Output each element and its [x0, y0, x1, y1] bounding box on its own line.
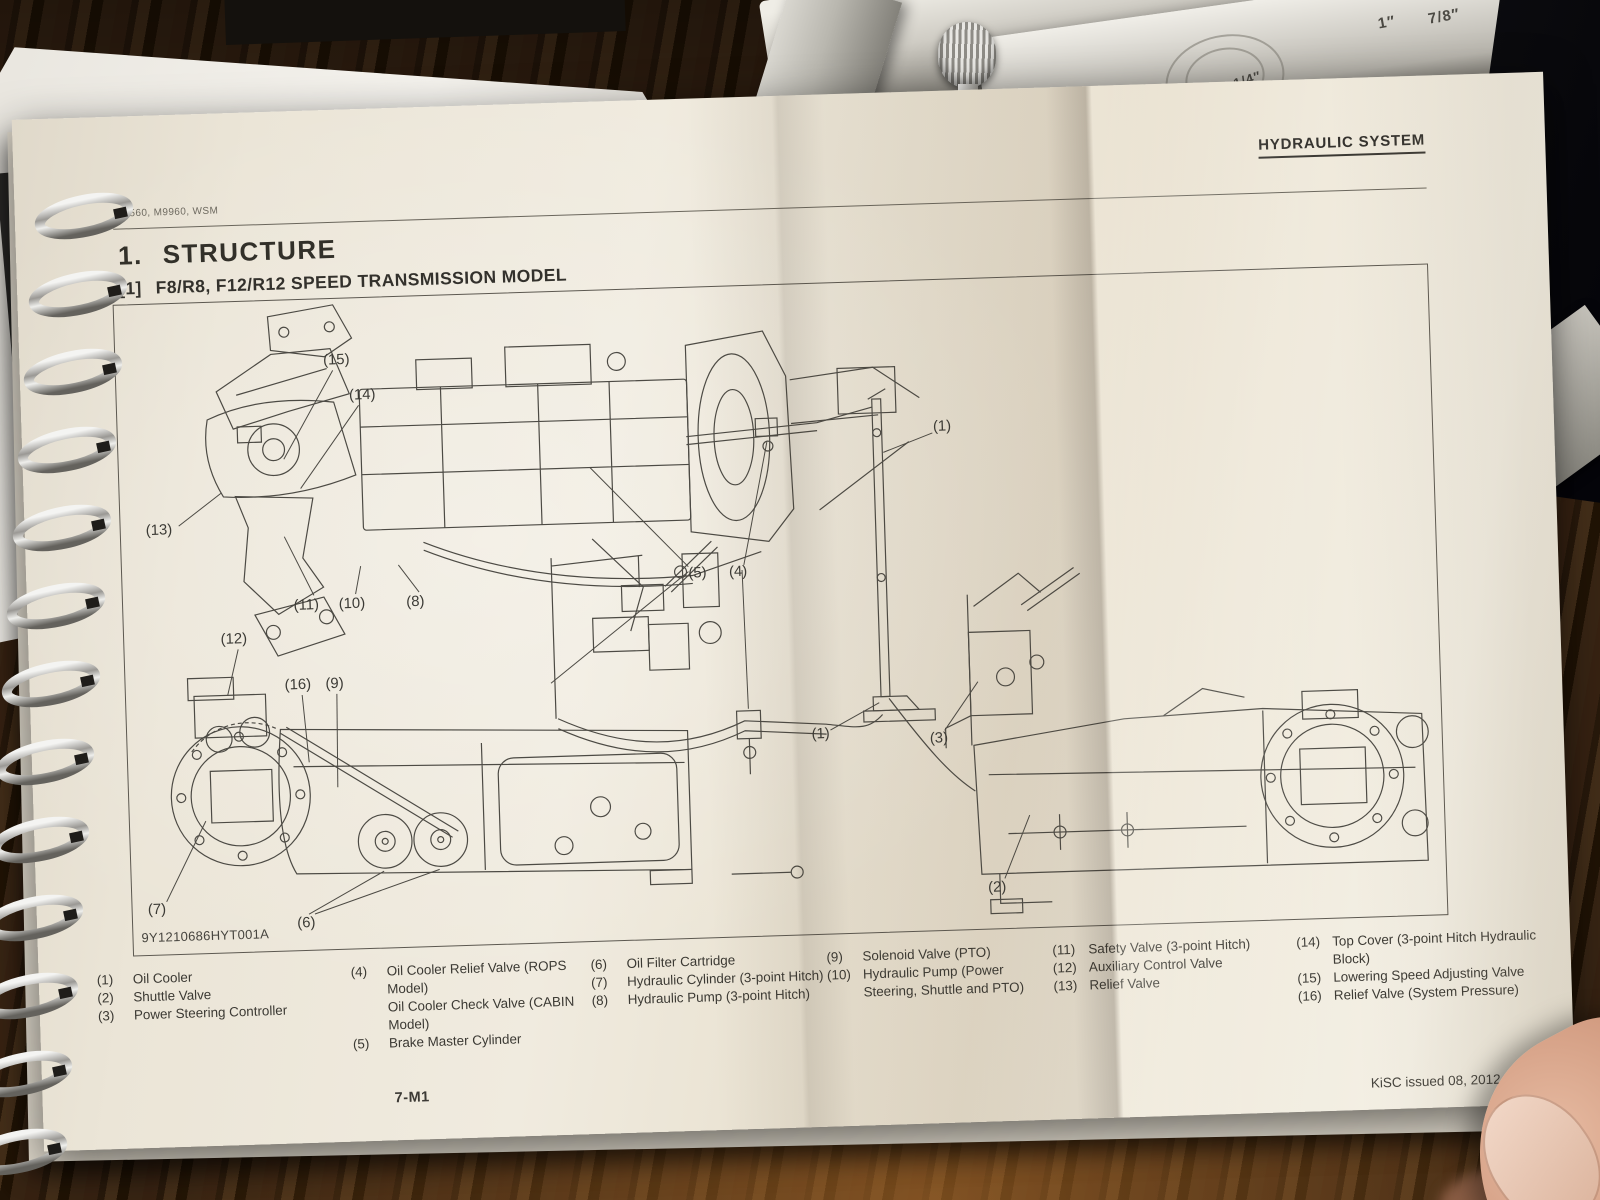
callout-3: (3) [930, 681, 979, 747]
callout-10: (10) [338, 565, 365, 613]
spiral-binding-coils [0, 192, 134, 1176]
svg-text:(13): (13) [146, 522, 173, 539]
rear-transmission-left [170, 540, 804, 886]
svg-text:(3): (3) [930, 730, 949, 747]
svg-text:(16): (16) [284, 677, 311, 694]
diagram-box: (15) (14) (13) (11) (10) (8) [112, 263, 1449, 957]
callout-15: (15) [283, 352, 350, 460]
legend: (1)Oil Cooler (2)Shuttle Valve (3)Power … [12, 72, 1576, 1152]
legend-num: (8) [591, 992, 609, 1009]
legend-column: (6)Oil Filter Cartridge (7)Hydraulic Cyl… [590, 949, 830, 1010]
svg-text:(1): (1) [811, 726, 830, 743]
svg-text:(15): (15) [323, 352, 350, 369]
legend-column: (14)Top Cover (3-point Hitch Hydraulic B… [1296, 926, 1560, 1006]
spiral-binding [0, 186, 152, 1200]
svg-text:(11): (11) [293, 597, 319, 614]
legend-num: (10) [826, 966, 852, 983]
svg-text:(7): (7) [148, 902, 167, 919]
manual-page: M8560, M9960, WSM HYDRAULIC SYSTEM 1. ST… [11, 71, 1576, 1152]
svg-text:(5): (5) [688, 565, 707, 582]
callout-2: (2) [988, 814, 1031, 896]
legend-num [352, 998, 389, 1035]
coil-group [0, 192, 134, 1176]
legend-num: (15) [1297, 970, 1322, 986]
transmission-case-top [358, 330, 920, 645]
callout-16: (16) [284, 677, 311, 763]
legend-column: (11)Safety Valve (3-point Hitch) (12)Aux… [1052, 935, 1269, 996]
legend-text: Hydraulic Pump (Power Steering, Shuttle … [862, 962, 1025, 1000]
callout-8: (8) [397, 564, 425, 611]
coil-hole-marks [47, 206, 128, 1156]
svg-text:(8): (8) [406, 594, 425, 611]
legend-num: (14) [1295, 934, 1321, 950]
legend-num: (6) [590, 956, 608, 973]
callout-4: (4) [729, 442, 768, 709]
legend-num: (12) [1052, 959, 1077, 976]
legend-num: (4) [350, 964, 368, 980]
svg-text:(9): (9) [325, 676, 344, 693]
svg-text:(2): (2) [988, 879, 1007, 896]
svg-text:(14): (14) [349, 387, 376, 404]
knurled-knob [938, 22, 996, 88]
rear-transmission-right [944, 567, 1429, 915]
callout-1-top: (1) [883, 418, 952, 453]
callout-1-bottom: (1) [811, 702, 880, 743]
svg-text:(1): (1) [933, 418, 952, 435]
callout-13: (13) [146, 492, 222, 539]
callout-5: (5) [550, 467, 707, 684]
svg-text:(12): (12) [220, 631, 247, 648]
legend-num: (5) [352, 1035, 370, 1052]
callout-6: (6) [297, 868, 440, 932]
callout-12: (12) [220, 631, 247, 696]
svg-text:(4): (4) [729, 564, 748, 581]
legend-num: (11) [1052, 941, 1076, 958]
callout-9: (9) [325, 676, 344, 788]
callout-7: (7) [148, 820, 207, 919]
svg-text:(10): (10) [338, 596, 365, 613]
front-axle-assembly [205, 304, 357, 657]
callout-14: (14) [300, 387, 376, 489]
legend-column: (4)Oil Cooler Relief Valve (ROPS Model) … [350, 956, 591, 1053]
legend-num: (16) [1297, 988, 1322, 1004]
ruler-mark: 1″ [1376, 12, 1397, 33]
svg-text:(6): (6) [297, 915, 316, 932]
callout-11: (11) [283, 536, 319, 614]
legend-item: (10) Hydraulic Pump (Power Steering, Shut… [827, 959, 1056, 1002]
legend-num: (9) [826, 949, 844, 965]
legend-column: (9)Solenoid Valve (PTO) (10)Hydraulic Pu… [826, 942, 1056, 1003]
page-number: 7-M1 [394, 1089, 430, 1107]
legend-num: (13) [1053, 977, 1078, 994]
legend-num: (7) [590, 974, 608, 991]
transmission-diagram: (15) (14) (13) (11) (10) (8) [146, 304, 1429, 932]
hydraulic-pipes [557, 388, 976, 792]
